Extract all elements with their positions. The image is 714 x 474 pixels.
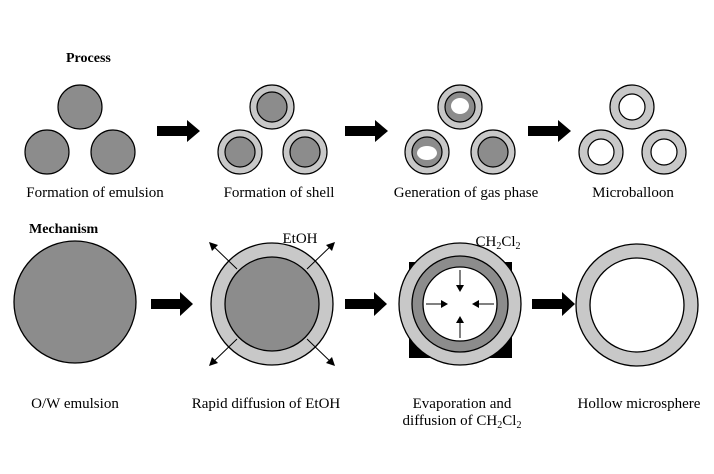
mechanism-arrow-2	[345, 292, 387, 316]
ch2cl2-label: CH2Cl2	[475, 234, 521, 252]
gas-bubble	[451, 98, 469, 114]
emulsion-droplet	[57, 84, 103, 130]
label-evaporation-line2: diffusion of CH2Cl2	[402, 413, 522, 431]
emulsion-droplet	[24, 129, 70, 175]
shell-core	[256, 91, 288, 123]
process-arrow-2	[345, 120, 388, 142]
shell-core	[289, 136, 321, 168]
arrowhead-icon	[326, 242, 335, 251]
mechanism-arrow-3	[532, 292, 575, 316]
process-step-generation-of-gas-phase	[404, 84, 516, 175]
mechanism-arrow-1	[151, 292, 193, 316]
arrowhead-icon	[456, 316, 464, 323]
hollow-microsphere-core	[589, 257, 685, 353]
process-arrow-1	[157, 120, 200, 142]
process-step-microballoon	[578, 84, 687, 175]
arrowhead-icon	[472, 300, 479, 308]
arrowhead-icon	[441, 300, 448, 308]
diffusion-core	[224, 256, 320, 352]
microballoon-hollow	[618, 93, 646, 121]
label-rapid-diffusion: Rapid diffusion of EtOH	[191, 396, 341, 412]
rapid-diffusion-particle	[209, 242, 335, 366]
etoh-label: EtOH	[282, 231, 318, 247]
label-generation-of-gas-phase: Generation of gas phase	[393, 185, 539, 201]
ow-emulsion-droplet	[13, 240, 137, 364]
arrowhead-icon	[209, 357, 218, 366]
label-hollow-microsphere: Hollow microsphere	[577, 396, 701, 412]
arrowhead-icon	[209, 242, 218, 251]
process-header: Process	[66, 51, 111, 66]
emulsion-droplet	[90, 129, 136, 175]
shell-core	[224, 136, 256, 168]
gas-bubble	[417, 146, 437, 160]
shell-core	[477, 136, 509, 168]
mechanism-header: Mechanism	[29, 222, 99, 237]
evaporation-hollow-core	[422, 266, 498, 342]
label-formation-of-emulsion: Formation of emulsion	[26, 185, 164, 201]
process-arrow-3	[528, 120, 571, 142]
arrowhead-icon	[326, 357, 335, 366]
label-evaporation-line1: Evaporation and	[412, 396, 512, 412]
label-microballoon: Microballoon	[592, 185, 674, 201]
process-step-formation-of-shell	[217, 84, 328, 175]
label-ow-emulsion: O/W emulsion	[31, 396, 119, 412]
label-formation-of-shell: Formation of shell	[223, 185, 335, 201]
process-step-formation-of-emulsion	[24, 84, 136, 175]
microballoon-hollow	[587, 138, 615, 166]
evaporation-particle	[398, 242, 522, 366]
microballoon-hollow	[650, 138, 678, 166]
arrowhead-icon	[456, 285, 464, 292]
